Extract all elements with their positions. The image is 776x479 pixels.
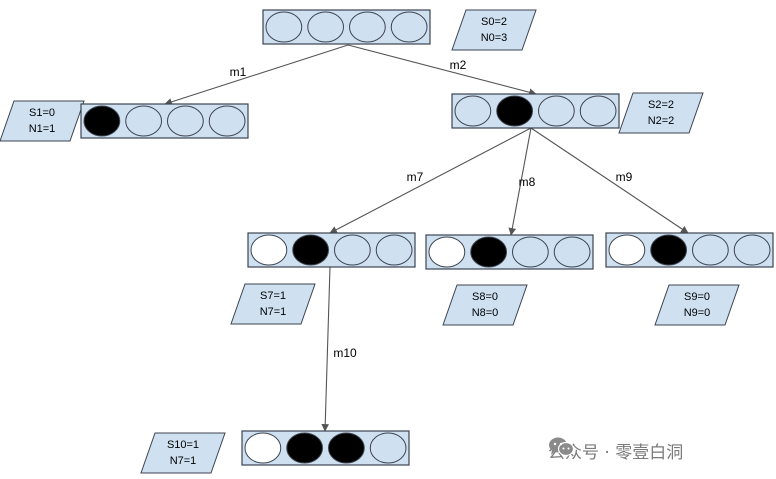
edge-label: m8 bbox=[519, 175, 536, 189]
cell-empty bbox=[265, 11, 303, 43]
stat-root: S0=2 N0=3 bbox=[459, 10, 529, 50]
stat-line: S0=2 bbox=[481, 16, 507, 28]
stat-line: S10=1 bbox=[166, 439, 200, 451]
cell-white bbox=[608, 234, 646, 266]
node-m9 bbox=[605, 232, 774, 268]
cell-black bbox=[470, 236, 507, 268]
cell-black bbox=[328, 432, 365, 464]
edge-label: m2 bbox=[450, 58, 467, 72]
cell-white bbox=[428, 236, 466, 268]
stat-line: S2=2 bbox=[648, 99, 674, 111]
stat-parallelogram-m9 bbox=[654, 284, 740, 326]
cell-white bbox=[244, 432, 282, 464]
cell-empty bbox=[692, 234, 729, 266]
stat-parallelogram-m8 bbox=[442, 284, 528, 326]
node-m10 bbox=[241, 430, 410, 466]
cell-empty bbox=[538, 95, 575, 127]
stat-line: S7=1 bbox=[260, 290, 286, 302]
node-m8 bbox=[425, 234, 594, 270]
edge-m7: m7 bbox=[329, 127, 532, 234]
watermark-text: 公众号 · 零壹白洞 bbox=[548, 442, 684, 463]
wechat-icon bbox=[549, 437, 574, 457]
cell-empty bbox=[125, 105, 162, 137]
edge-m10: m10 bbox=[321, 266, 357, 432]
stat-line: S1=0 bbox=[29, 107, 55, 119]
edge-m1: m1 bbox=[164, 44, 349, 106]
stat-parallelogram-m1 bbox=[0, 100, 85, 142]
stat-m1: S1=0 N1=1 bbox=[7, 101, 77, 141]
cell-black bbox=[83, 105, 121, 137]
cell-empty bbox=[553, 236, 591, 268]
watermark: 公众号 · 零壹白洞 bbox=[548, 436, 763, 464]
stat-line: N0=3 bbox=[480, 32, 508, 44]
stat-m2: S2=2 N2=2 bbox=[626, 93, 696, 133]
stat-parallelogram-root bbox=[451, 9, 537, 51]
stat-m7: S7=1 N7=1 bbox=[238, 284, 308, 324]
node-m1 bbox=[80, 103, 249, 139]
edge-m8: m8 bbox=[508, 127, 536, 236]
cell-empty bbox=[454, 95, 492, 127]
stat-parallelogram-m2 bbox=[618, 92, 704, 134]
cell-empty bbox=[375, 234, 413, 266]
stat-line: N2=2 bbox=[647, 115, 675, 127]
stat-m9: S9=0 N9=0 bbox=[662, 285, 732, 325]
cell-empty bbox=[307, 11, 344, 43]
edge-label: m1 bbox=[230, 65, 247, 79]
edge-m2: m2 bbox=[347, 44, 537, 96]
edge-line bbox=[347, 44, 537, 96]
stat-parallelogram-m7 bbox=[230, 283, 316, 325]
stat-line: N7=1 bbox=[169, 455, 197, 467]
stat-line: N9=0 bbox=[683, 307, 711, 319]
edge-line bbox=[329, 127, 532, 234]
cell-empty bbox=[369, 432, 407, 464]
cell-empty bbox=[579, 95, 617, 127]
edge-line bbox=[530, 127, 689, 234]
edge-label: m7 bbox=[407, 170, 424, 184]
stat-parallelogram-m10 bbox=[140, 432, 226, 474]
node-m7 bbox=[247, 232, 416, 268]
cell-black bbox=[650, 234, 687, 266]
stat-line: N7=1 bbox=[259, 306, 287, 318]
edge-line bbox=[164, 44, 349, 106]
cell-empty bbox=[334, 234, 371, 266]
stat-line: N1=1 bbox=[28, 123, 56, 135]
edge-label: m10 bbox=[333, 346, 357, 360]
stat-line: N8=0 bbox=[471, 307, 499, 319]
cell-black bbox=[496, 95, 533, 127]
cell-empty bbox=[512, 236, 549, 268]
cell-black bbox=[292, 234, 329, 266]
cell-empty bbox=[349, 11, 386, 43]
stat-line: S8=0 bbox=[472, 291, 498, 303]
cell-black bbox=[286, 432, 323, 464]
edge-m9: m9 bbox=[530, 127, 689, 234]
stat-m8: S8=0 N8=0 bbox=[450, 285, 520, 325]
edge-line bbox=[508, 127, 532, 236]
node-root bbox=[262, 9, 431, 45]
stat-line: S9=0 bbox=[684, 291, 710, 303]
cell-empty bbox=[733, 234, 771, 266]
cell-empty bbox=[208, 105, 246, 137]
node-m2 bbox=[451, 93, 620, 129]
cell-white bbox=[250, 234, 288, 266]
cell-empty bbox=[390, 11, 428, 43]
cell-empty bbox=[167, 105, 204, 137]
stat-m10: S10=1 N7=1 bbox=[148, 433, 218, 473]
edge-label: m9 bbox=[616, 170, 633, 184]
edge-line bbox=[321, 266, 331, 432]
